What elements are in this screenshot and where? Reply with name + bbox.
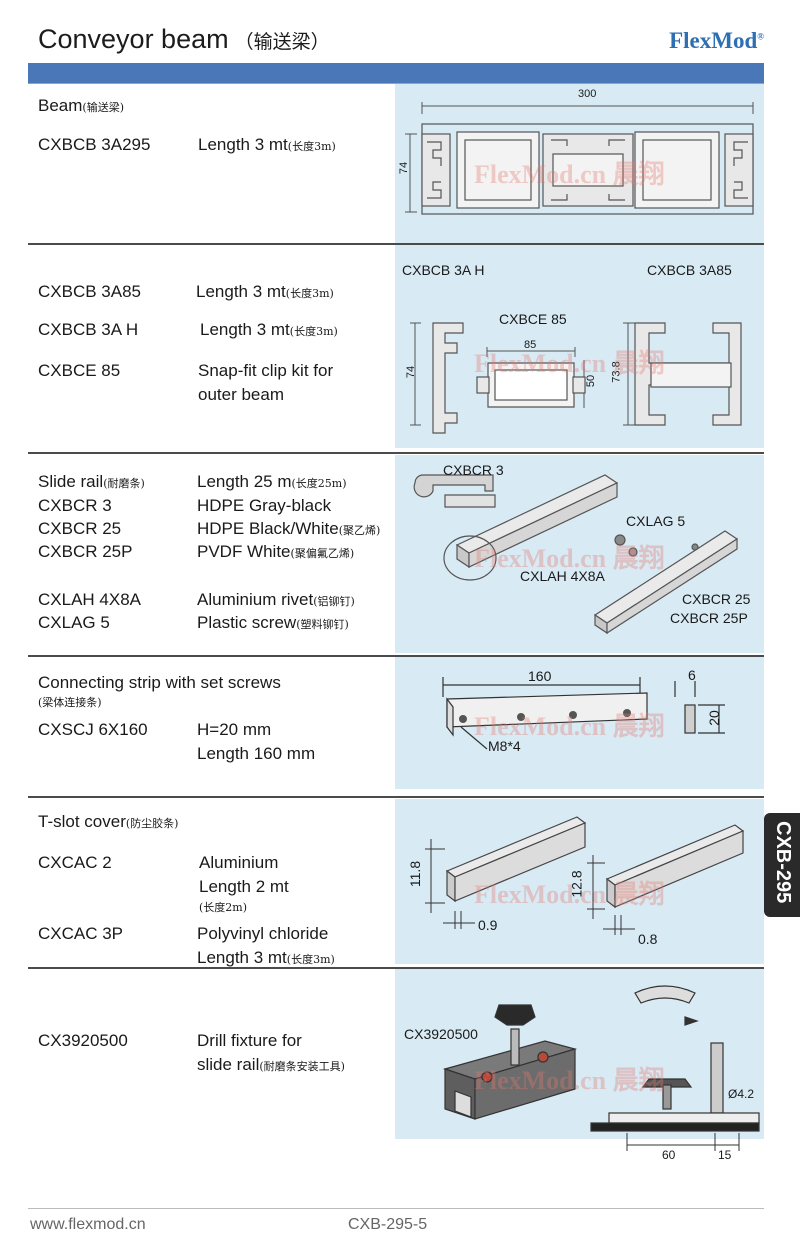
page-title-cn: （输送梁）	[234, 31, 330, 53]
drill-label: CX3920500	[404, 1026, 478, 1042]
slide-code-3: CXBCR 25P	[38, 542, 133, 561]
slide-rail-drawing	[413, 474, 739, 635]
beam85-label-left: CXBCB 3A H	[402, 262, 485, 278]
section-divider	[28, 967, 764, 969]
strip-heading-cn: (梁体连接条)	[38, 696, 102, 709]
strip-heading: Connecting strip with set screws	[38, 673, 281, 692]
slide-label-rivet: CXLAH 4X8A	[520, 568, 605, 584]
beam85-code-1: CXBCB 3A85	[38, 282, 141, 301]
section-divider	[28, 655, 764, 657]
slide-desc-5: Plastic screw(塑料铆钉)	[197, 613, 349, 632]
beam-profile-drawing	[405, 102, 754, 215]
beam85-code-2: CXBCB 3A H	[38, 320, 139, 339]
beam-desc: Length 3 mt(长度3m)	[198, 135, 336, 154]
beam-code: CXBCB 3A295	[38, 135, 151, 154]
slide-heading: Slide rail(耐磨条)	[38, 472, 145, 491]
header-bar	[28, 63, 764, 83]
slide-code-4: CXLAH 4X8A	[38, 590, 141, 609]
slide-label-r25: CXBCR 25	[682, 591, 751, 607]
strip-desc-1: H=20 mm	[197, 720, 272, 739]
tslot-dim-t-b: 0.8	[638, 931, 658, 947]
slide-heading-desc: Length 25 m(长度25m)	[197, 472, 347, 491]
strip-dim-height: 20	[705, 710, 722, 726]
tslot-dim-h-a: 11.8	[407, 860, 424, 888]
beam85-dim-w: 85	[524, 339, 537, 351]
drill-fixture-drawing	[442, 985, 760, 1151]
tslot-desc-2: Polyvinyl chloride	[197, 924, 329, 943]
tslot-drawing	[425, 816, 745, 935]
slide-label-r25p: CXBCR 25P	[670, 610, 748, 626]
drill-dim-dia: Ø4.2	[728, 1087, 755, 1101]
strip-code: CXSCJ 6X160	[38, 720, 148, 739]
tslot-desc-2b: Length 3 mt(长度3m)	[197, 948, 335, 967]
beam85-desc-3b: outer beam	[198, 385, 284, 404]
slide-desc-1: HDPE Gray-black	[197, 496, 332, 515]
beam85-dim-h1: 74	[405, 365, 418, 379]
slide-desc-3: PVDF White(聚偏氟乙烯)	[197, 542, 355, 561]
slide-desc-2: HDPE Black/White(聚乙烯)	[197, 519, 381, 538]
beam85-desc-3: Snap-fit clip kit for	[198, 361, 334, 380]
section-divider	[28, 452, 764, 454]
beam85-desc-1: Length 3 mt(长度3m)	[196, 282, 334, 301]
footer-page-number: CXB-295-5	[348, 1216, 428, 1233]
drill-dim-a: 60	[662, 1148, 676, 1162]
slide-code-5: CXLAG 5	[38, 613, 110, 632]
section-divider	[28, 243, 764, 245]
drill-desc-1: Drill fixture for	[197, 1031, 302, 1050]
tslot-desc-1b: Length 2 mt	[199, 877, 289, 896]
beam-dim-height: 74	[398, 161, 411, 175]
footer-rule	[28, 1208, 764, 1209]
brand-logo: FlexMod®	[669, 28, 764, 53]
beam85-label-center: CXBCE 85	[499, 311, 567, 327]
footer-website[interactable]: www.flexmod.cn	[30, 1216, 146, 1233]
beam85-profiles-drawing	[410, 322, 742, 434]
slide-desc-4: Aluminium rivet(铝铆钉)	[197, 590, 355, 609]
section-divider	[28, 796, 764, 798]
tslot-desc-1: Aluminium	[199, 853, 279, 872]
beam-heading: Beam(输送梁)	[38, 96, 125, 115]
watermark: FlexMod.cn 晨翔	[474, 160, 665, 189]
strip-dim-thick: 6	[688, 667, 696, 683]
slide-label-screw: CXLAG 5	[626, 513, 686, 529]
watermark: FlexMod.cn 晨翔	[474, 349, 665, 378]
slide-code-2: CXBCR 25	[38, 519, 122, 538]
beam85-desc-2: Length 3 mt(长度3m)	[200, 320, 338, 339]
drill-dim-b: 15	[718, 1148, 732, 1162]
strip-desc-2: Length 160 mm	[197, 744, 316, 763]
strip-drawing	[442, 677, 725, 750]
tslot-dim-t-a: 0.9	[478, 917, 498, 933]
tslot-code-2: CXCAC 3P	[38, 924, 124, 943]
watermark: FlexMod.cn 晨翔	[474, 880, 665, 909]
watermark: FlexMod.cn 晨翔	[474, 544, 665, 573]
watermark: FlexMod.cn 晨翔	[474, 1066, 665, 1095]
tslot-desc-1c: (长度2m)	[199, 901, 248, 914]
section-side-tab: CXB-295	[764, 813, 800, 917]
header-rule	[28, 83, 764, 84]
slide-label-rail: CXBCR 3	[443, 462, 504, 478]
drill-desc-2: slide rail(耐磨条安装工具)	[197, 1055, 345, 1074]
page-title: Conveyor beam（输送梁）	[38, 24, 330, 54]
beam85-code-3: CXBCE 85	[38, 361, 121, 380]
tslot-code-1: CXCAC 2	[38, 853, 112, 872]
drill-code: CX3920500	[38, 1031, 128, 1050]
watermark: FlexMod.cn 晨翔	[474, 712, 665, 741]
beam85-label-right: CXBCB 3A85	[647, 262, 732, 278]
strip-dim-length: 160	[528, 668, 552, 684]
beam-dim-width: 300	[578, 88, 597, 100]
slide-code-1: CXBCR 3	[38, 496, 112, 515]
tslot-heading: T-slot cover(防尘胶条)	[38, 812, 179, 831]
strip-dim-screws: M8*4	[488, 738, 521, 754]
